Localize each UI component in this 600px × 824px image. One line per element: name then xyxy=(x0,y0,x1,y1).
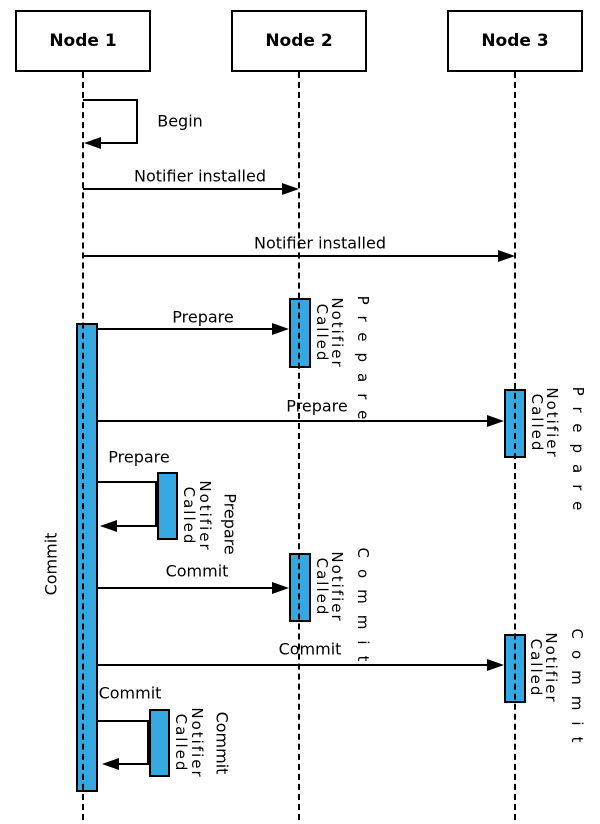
node1-prepare-callout-name: Prepare xyxy=(220,493,240,555)
commit-node3-arrowhead-icon xyxy=(487,659,504,671)
commit-node2-arrowhead-icon xyxy=(272,582,289,594)
node2-lifeline xyxy=(298,72,300,820)
notifier-installed-node3-label: Notifier installed xyxy=(254,233,386,253)
node2-header: Node 2 xyxy=(231,10,367,72)
begin-message-line xyxy=(136,99,138,144)
node1-lifeline xyxy=(82,72,84,820)
prepare-node2-line xyxy=(98,328,273,330)
prepare-node3-arrowhead-icon xyxy=(487,415,504,427)
node3-header: Node 3 xyxy=(447,10,583,72)
prepare-self-line xyxy=(155,481,157,527)
commit-self-line xyxy=(98,720,149,722)
commit-node3-label: Commit xyxy=(278,639,342,659)
prepare-self-arrowhead-icon xyxy=(100,520,117,532)
commit-self-line xyxy=(106,763,149,765)
commit-self-label: Commit xyxy=(98,683,162,703)
node2-title: Node 2 xyxy=(265,31,333,51)
node3-prepare-callout-name: Prepare xyxy=(569,386,587,522)
node1-commit-self-activation xyxy=(149,709,170,777)
node1-commit-callout-notifier: Notifier xyxy=(188,707,206,779)
node1-activation-bar xyxy=(76,323,98,792)
commit-node3-line xyxy=(98,664,488,666)
node1-prepare-callout-notifier: Notifier xyxy=(196,480,214,552)
node3-prepare-callout-notifier: Notifier xyxy=(543,387,561,459)
prepare-node3-label: Prepare xyxy=(286,396,348,416)
node3-lifeline xyxy=(514,72,516,820)
node1-commit-callout-name: Commit xyxy=(212,711,232,775)
prepare-node2-label: Prepare xyxy=(172,307,234,327)
commit-node2-line xyxy=(98,587,273,589)
node2-prepare-callout-notifier: Notifier xyxy=(328,297,346,369)
begin-message-line xyxy=(100,142,138,144)
begin-message-line xyxy=(83,99,138,101)
node3-title: Node 3 xyxy=(481,31,549,51)
node2-prepare-activation xyxy=(289,298,311,368)
commit-node2-label: Commit xyxy=(165,561,229,581)
node2-commit-activation xyxy=(289,553,311,622)
notifier-installed-node3-line xyxy=(83,255,499,257)
prepare-self-label: Prepare xyxy=(108,447,170,467)
prepare-node3-line xyxy=(98,420,488,422)
prepare-self-line xyxy=(98,481,157,483)
node1-header: Node 1 xyxy=(15,10,151,72)
notifier-installed-node2-arrowhead-icon xyxy=(282,183,299,195)
commit-self-line xyxy=(147,720,149,765)
notifier-installed-node3-arrowhead-icon xyxy=(498,250,515,262)
prepare-self-line xyxy=(104,525,157,527)
notifier-installed-node2-line xyxy=(83,188,283,190)
node3-commit-callout-name: Commit xyxy=(568,628,586,754)
notifier-installed-node2-label: Notifier installed xyxy=(134,166,266,186)
prepare-node2-arrowhead-icon xyxy=(272,323,289,335)
node2-commit-callout-name: Commit xyxy=(354,547,372,673)
node2-commit-callout-notifier: Notifier xyxy=(328,551,346,623)
node3-commit-callout-notifier: Notifier xyxy=(542,632,560,704)
node1-title: Node 1 xyxy=(49,31,117,51)
node1-prepare-self-activation xyxy=(157,472,178,540)
begin-arrowhead-icon xyxy=(84,137,101,149)
node2-prepare-callout-name: Prepare xyxy=(354,295,372,431)
begin-label: Begin xyxy=(157,111,203,131)
commit-phase-label: Commit xyxy=(41,532,61,596)
commit-self-arrowhead-icon xyxy=(102,758,119,770)
